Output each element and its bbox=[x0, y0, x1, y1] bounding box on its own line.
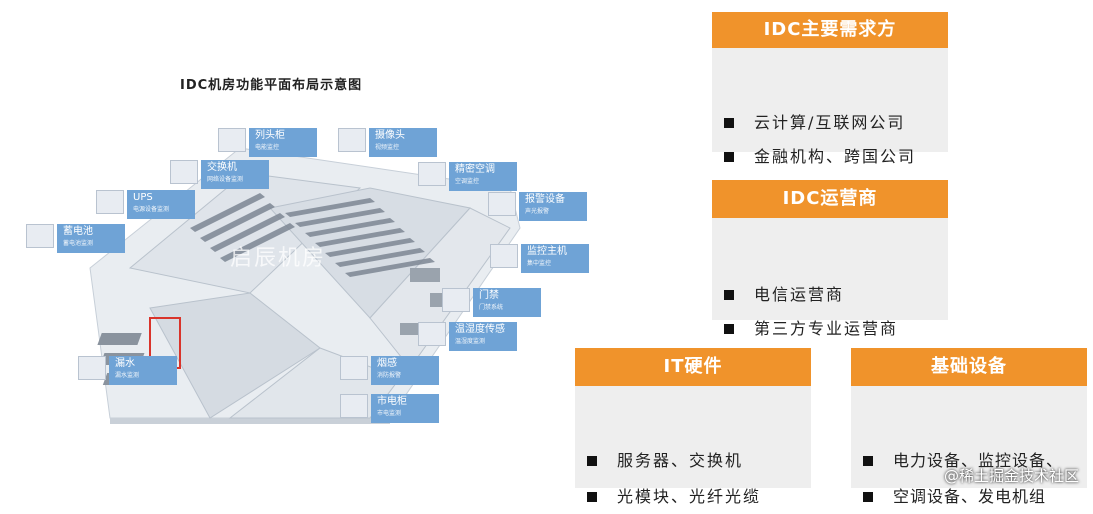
list-item: 服务器、交换机 bbox=[587, 444, 807, 478]
callout-battery: 蓄电池蓄电池监测 bbox=[26, 224, 125, 253]
box-it-hardware: IT硬件 服务器、交换机 光模块、光纤光缆 bbox=[575, 348, 811, 506]
ups-icon bbox=[96, 190, 124, 214]
square-bullet-icon bbox=[724, 152, 734, 162]
box-title: IDC运营商 bbox=[712, 180, 948, 218]
callout-smoke: 烟感消防报警 bbox=[340, 356, 439, 385]
callout-camera: 摄像头视频监控 bbox=[338, 128, 437, 157]
box-title: IDC主要需求方 bbox=[712, 12, 948, 48]
floorplan-watermark: 启辰机房 bbox=[230, 246, 327, 271]
water-leak-icon bbox=[78, 356, 106, 380]
list-item: 金融机构、跨国公司 bbox=[724, 140, 944, 174]
square-bullet-icon bbox=[724, 118, 734, 128]
square-bullet-icon bbox=[587, 456, 597, 466]
callout-access-control: 门禁门禁系统 bbox=[442, 288, 541, 317]
list-item: 电信运营商 bbox=[724, 278, 944, 312]
switch-icon bbox=[170, 160, 198, 184]
list-item: 第三方专业运营商 bbox=[724, 312, 944, 346]
box-title: 基础设备 bbox=[851, 348, 1087, 386]
alarm-icon bbox=[488, 192, 516, 216]
air-conditioner-icon bbox=[418, 162, 446, 186]
square-bullet-icon bbox=[724, 290, 734, 300]
battery-icon bbox=[26, 224, 54, 248]
callout-alarm: 报警设备声光报警 bbox=[488, 192, 587, 221]
callout-precision-ac: 精密空调空调监控 bbox=[418, 162, 517, 191]
box-title: IT硬件 bbox=[575, 348, 811, 386]
door-icon bbox=[442, 288, 470, 312]
callout-water-leak: 漏水漏水监测 bbox=[78, 356, 177, 385]
diagram-title: IDC机房功能平面布局示意图 bbox=[180, 78, 363, 93]
callout-temp-humidity: 温湿度传感温湿度监测 bbox=[418, 322, 517, 351]
cabinet-icon bbox=[218, 128, 246, 152]
square-bullet-icon bbox=[587, 492, 597, 502]
callout-switch: 交换机网络设备监测 bbox=[170, 160, 269, 189]
list-item: 光模块、光纤光缆 bbox=[587, 480, 807, 514]
square-bullet-icon bbox=[863, 492, 873, 502]
square-bullet-icon bbox=[724, 324, 734, 334]
camera-icon bbox=[338, 128, 366, 152]
power-cabinet-icon bbox=[340, 394, 368, 418]
callout-monitor-host: 监控主机集中监控 bbox=[490, 244, 589, 273]
list-item: 云计算/互联网公司 bbox=[724, 106, 944, 140]
server-icon bbox=[490, 244, 518, 268]
smoke-detector-icon bbox=[340, 356, 368, 380]
callout-mains-cabinet: 市电柜市电监测 bbox=[340, 394, 439, 423]
box-idc-demand: IDC主要需求方 云计算/互联网公司 金融机构、跨国公司 bbox=[712, 12, 948, 166]
list-item: 电力设备、监控设备、 bbox=[863, 444, 1083, 478]
square-bullet-icon bbox=[863, 456, 873, 466]
source-watermark: @稀土掘金技术社区 bbox=[943, 467, 1079, 485]
callout-column-cabinet: 列头柜电能监控 bbox=[218, 128, 317, 157]
box-infrastructure: 基础设备 电力设备、监控设备、 空调设备、发电机组 bbox=[851, 348, 1087, 506]
sensor-icon bbox=[418, 322, 446, 346]
box-idc-operator: IDC运营商 电信运营商 第三方专业运营商 bbox=[712, 180, 948, 338]
